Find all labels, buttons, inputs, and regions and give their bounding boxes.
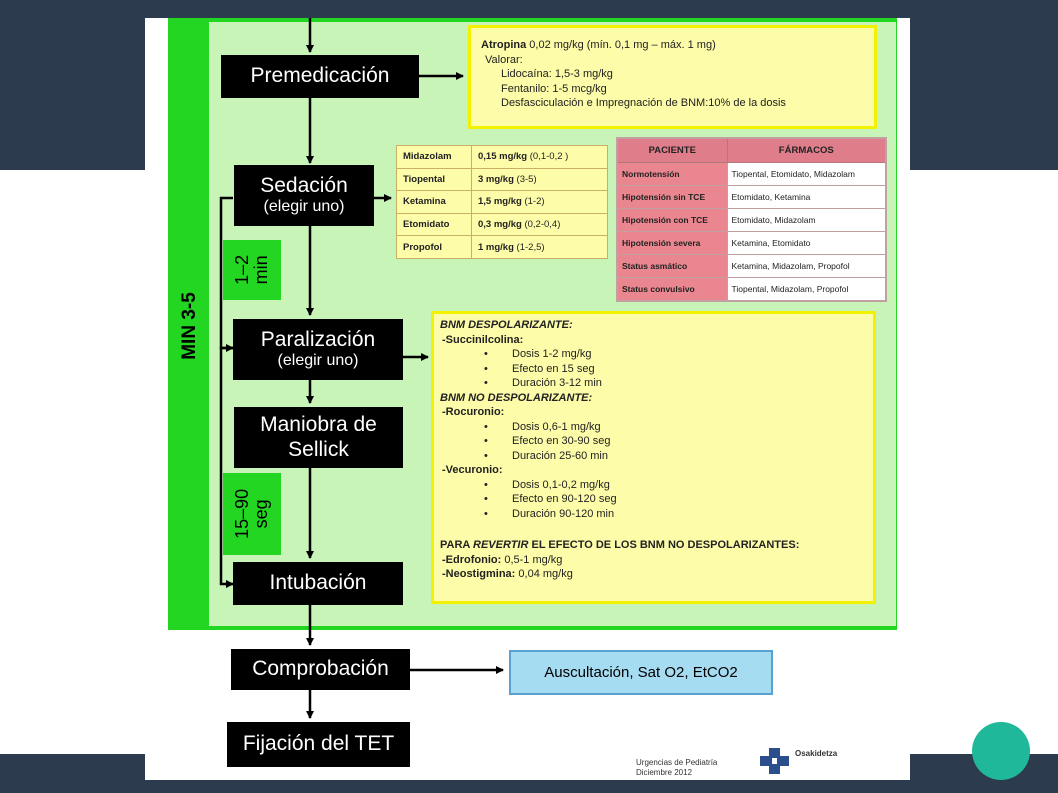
slide-dot-icon [972, 722, 1030, 780]
drug-dose: 1,5 mg/kg (1-2) [471, 190, 608, 214]
lidocaina-line: Lidocaína: 1,5-3 mg/kg [501, 68, 613, 80]
bnm-bullet-item: Dosis 0,6-1 mg/kg [440, 420, 873, 435]
paciente-cell: Status convulsivo [616, 277, 728, 302]
drug-name: Ketamina [396, 190, 472, 214]
vecuronio-title: -Vecuronio: [442, 464, 503, 476]
step-comprobacion: Comprobación [231, 649, 410, 690]
header-farmacos: FÁRMACOS [726, 137, 887, 163]
header-paciente: PACIENTE [616, 137, 728, 163]
bnm-bullet-item: Duración 25-60 min [440, 449, 873, 464]
drug-dose: 1 mg/kg (1-2,5) [471, 235, 608, 259]
flowchart-slide: MIN 3-5 Premedicación Sedación (elegi [145, 18, 910, 780]
paciente-cell: Hipotensión con TCE [616, 207, 728, 233]
step-intubacion: Intubación [233, 562, 403, 605]
bnm-bullet-item: Duración 90-120 min [440, 507, 873, 522]
neostigmina-line: -Neostigmina: 0,04 mg/kg [442, 568, 573, 580]
rocuronio-title: -Rocuronio: [442, 406, 505, 418]
bnm-note: BNM DESPOLARIZANTE: -Succinilcolina: Dos… [431, 311, 876, 604]
farmacos-cell: Etomidato, Midazolam [726, 207, 887, 233]
osakidetza-logo-icon [760, 748, 789, 774]
bnm-bullet-item: Duración 3-12 min [440, 376, 873, 391]
paciente-cell: Normotensión [616, 161, 728, 186]
bnm-bullet-item: Dosis 0,1-0,2 mg/kg [440, 478, 873, 493]
drug-name: Propofol [396, 235, 472, 259]
bnm-bullet-item: Dosis 1-2 mg/kg [440, 347, 873, 362]
drug-name: Midazolam [396, 145, 472, 169]
farmacos-cell: Etomidato, Ketamina [726, 184, 887, 209]
fentanilo-line: Fentanilo: 1-5 mcg/kg [501, 82, 607, 95]
drug-name: Tiopental [396, 167, 472, 192]
paciente-cell: Hipotensión sin TCE [616, 184, 728, 209]
step-paralizacion: Paralización (elegir uno) [233, 319, 403, 380]
succinilcolina-title: -Succinilcolina: [442, 333, 524, 346]
bnm-bullet-item: Efecto en 90-120 seg [440, 492, 873, 507]
atropina-dose: 0,02 mg/kg (mín. 0,1 mg – máx. 1 mg) [526, 39, 716, 51]
drug-name: Etomidato [396, 212, 472, 237]
step-sedacion: Sedación (elegir uno) [234, 165, 374, 226]
desfasciculacion-line: Desfasciculación e Impregnación de BNM:1… [501, 97, 786, 109]
step-maniobra-sellick: Maniobra de Sellick [234, 407, 403, 468]
footer-credit: Urgencias de Pediatría Diciembre 2012 [636, 758, 718, 777]
bnm-bullet-item: Efecto en 15 seg [440, 362, 873, 377]
drug-dose: 0,15 mg/kg (0,1-0,2 ) [471, 145, 608, 169]
edrofonio-line: -Edrofonio: 0,5-1 mg/kg [442, 553, 563, 566]
valorar-label: Valorar: [485, 53, 523, 66]
despol-title: BNM DESPOLARIZANTE: [440, 319, 573, 331]
nodespol-title: BNM NO DESPOLARIZANTE: [440, 391, 593, 404]
step-premedicacion: Premedicación [221, 55, 419, 98]
farmacos-cell: Tiopental, Midazolam, Propofol [726, 277, 887, 302]
premedicacion-note: Atropina 0,02 mg/kg (mín. 0,1 mg – máx. … [468, 25, 877, 129]
bnm-bullet-item: Efecto en 30-90 seg [440, 434, 873, 449]
farmacos-cell: Tiopental, Etomidato, Midazolam [726, 161, 887, 186]
osakidetza-brand: Osakidetza [795, 749, 838, 758]
farmacos-cell: Ketamina, Midazolam, Propofol [726, 254, 887, 279]
paciente-cell: Hipotensión severa [616, 231, 728, 256]
drug-dose: 3 mg/kg (3-5) [471, 167, 608, 192]
drug-dose: 0,3 mg/kg (0,2-0,4) [471, 212, 608, 237]
farmacos-cell: Ketamina, Etomidato [726, 231, 887, 256]
paciente-cell: Status asmático [616, 254, 728, 279]
atropina-name: Atropina [481, 39, 527, 51]
revertir-title: PARA REVERTIR EL EFECTO DE LOS BNM NO DE… [440, 539, 800, 551]
comprobacion-result: Auscultación, Sat O2, EtCO2 [509, 650, 773, 695]
step-fijacion-tet: Fijación del TET [227, 722, 410, 767]
connector-lines [219, 18, 504, 719]
